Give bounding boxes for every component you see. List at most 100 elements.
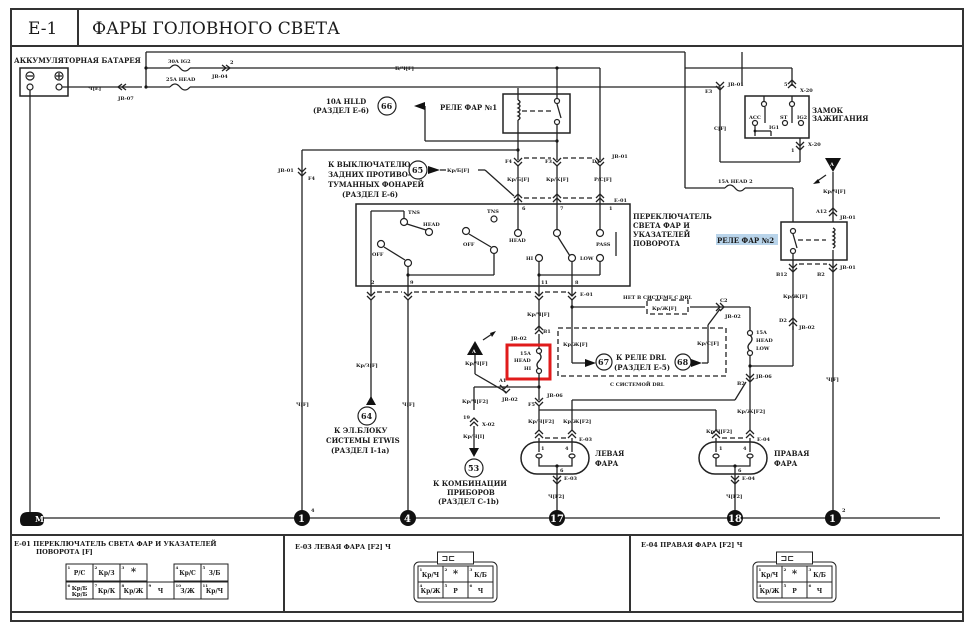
connector-label: E-03 (564, 476, 577, 482)
ref-65-badge (408, 160, 428, 180)
ground-label: 17 (550, 514, 564, 525)
ref-label: К РЕЛЕ DRL (616, 353, 666, 362)
fuse-label: 30A IG2 (168, 59, 191, 65)
pin-label: D4 (592, 159, 600, 165)
switch-pos: HI (526, 256, 534, 262)
connector-label: X-20 (808, 142, 821, 148)
connector-label: JB-02 (798, 325, 815, 331)
pin-label: 2 (230, 60, 234, 66)
pin-number: 4 (176, 565, 179, 570)
connector-title: E-03 ЛЕВАЯ ФАРА [F2] Ч (295, 543, 391, 551)
pin-label: D2 (779, 318, 787, 324)
pin-label: 1 (791, 148, 794, 154)
pin-wire: З/Б (209, 570, 221, 577)
wire-label: Кр/Б[F] (447, 168, 469, 174)
fuse-label: 15A HEAD 2 (718, 179, 753, 185)
connector-label: JB-02 (510, 336, 527, 342)
lamp-label: ФАРА (595, 459, 619, 468)
connector-label: JB-06 (546, 393, 563, 399)
fuse-label: HI (524, 366, 532, 372)
pin-number: 6 (68, 583, 71, 588)
wire-label: Кр/Ч[F] (465, 361, 488, 367)
pin-label: 9 (410, 280, 414, 286)
pin-number: 5 (784, 583, 787, 588)
pin-wire: Р/С (74, 570, 86, 577)
ignition-switch (744, 95, 810, 139)
connector-key: ⊐⊏ (442, 553, 456, 563)
pin-wire: Ч (478, 588, 484, 595)
pin-number: 2 (445, 567, 448, 572)
switch-pos: HEAD (423, 222, 440, 228)
fuse-label: LOW (756, 346, 770, 352)
pin-number: 11 (203, 583, 209, 588)
ground-4-icon (400, 510, 416, 526)
ref-section: (РАЗДЕЛ E-6) (313, 106, 369, 115)
pin-wire: З/Ж (180, 588, 195, 595)
pin-number: 5 (203, 565, 206, 570)
section-id: E-1 (28, 19, 57, 39)
connector-pin (806, 581, 833, 599)
ground-18-icon (727, 510, 743, 526)
pin-number: 9 (149, 583, 152, 588)
switch-pos: LOW (580, 256, 594, 262)
connector-pin (119, 563, 148, 582)
page-frame (10, 8, 964, 622)
connector-pin (467, 581, 494, 599)
relay-2-highlight (716, 234, 778, 245)
ground-label: 1 (829, 514, 836, 525)
pin-label: 6 (522, 206, 526, 212)
ref-section: (РАЗДЕЛ C-1b) (438, 497, 499, 506)
wire-label: Ч[F2] (548, 494, 564, 500)
connector-pin (200, 563, 229, 582)
ground-sup: 2 (842, 508, 846, 514)
ref-label: ТУМАННЫХ ФОНАРЕЙ (328, 179, 424, 189)
connector-label: JB-06 (755, 374, 772, 380)
pin-label: 1 (719, 446, 722, 452)
wire-label: Ч[F] (826, 377, 839, 383)
connector-key: ⊐⊏ (781, 553, 795, 563)
relay-1 (502, 93, 571, 134)
ref-label: ПРИБОРОВ (447, 488, 495, 497)
connector-label: E-04 (757, 437, 770, 443)
pin-wire: К/Б (474, 572, 487, 579)
pin-label: 7 (560, 206, 564, 212)
switch-pos: TNS (487, 209, 499, 215)
no-drl-box (646, 299, 689, 315)
pin-label: 1 (541, 446, 544, 452)
wire-label: Кр/Ч[F] (823, 189, 846, 195)
ref-label: К ЭЛ.БЛОКУ (334, 426, 388, 435)
battery-label: АККУМУЛЯТОРНАЯ БАТАРЕЯ (14, 56, 141, 65)
pin-wire: Кр/Ч (761, 572, 779, 579)
pin-label: A12 (815, 209, 827, 215)
wire-label: Кр/Ч[F] (527, 312, 550, 318)
connector-label: E-03 (579, 437, 592, 443)
pin-wire: Кр/З (98, 570, 114, 577)
connector-label: JB-04 (211, 74, 228, 80)
left-headlamp (520, 441, 590, 475)
pin-wire: Кр/Ж (760, 588, 780, 595)
relay-2-label: РЕЛЕ ФАР №2 (717, 236, 774, 245)
fuse-ig2-icon (169, 64, 191, 72)
switch-pos: HEAD (509, 238, 526, 244)
pin-label: 4 (743, 446, 747, 452)
pin-label: B2 (817, 272, 825, 278)
connector-label: JB-02 (724, 314, 741, 320)
connector-label: JB-01 (611, 154, 628, 160)
pin-number: 1 (420, 567, 423, 572)
ref-label: СИСТЕМЫ ETWIS (326, 436, 400, 445)
ref-number: 64 (361, 411, 373, 421)
pin-label: 6 (560, 468, 564, 474)
pin-wire: Кр/Ж (421, 588, 441, 595)
connector-label: E-01 (614, 198, 627, 204)
ref-number: 68 (677, 357, 689, 367)
fuse-label: 15A (520, 351, 531, 357)
marker-a-icon (825, 158, 841, 172)
pin-wire: Ч (817, 588, 823, 595)
pin-wire: Кр/Ч (206, 588, 224, 595)
marker-label: A (471, 349, 476, 355)
ref-section: (РАЗДЕЛ E-5) (614, 363, 670, 372)
pin-number: 4 (420, 583, 423, 588)
ref-label: К ВЫКЛЮЧАТЕЛЮ (328, 160, 411, 169)
pin-label: C2 (720, 298, 728, 304)
